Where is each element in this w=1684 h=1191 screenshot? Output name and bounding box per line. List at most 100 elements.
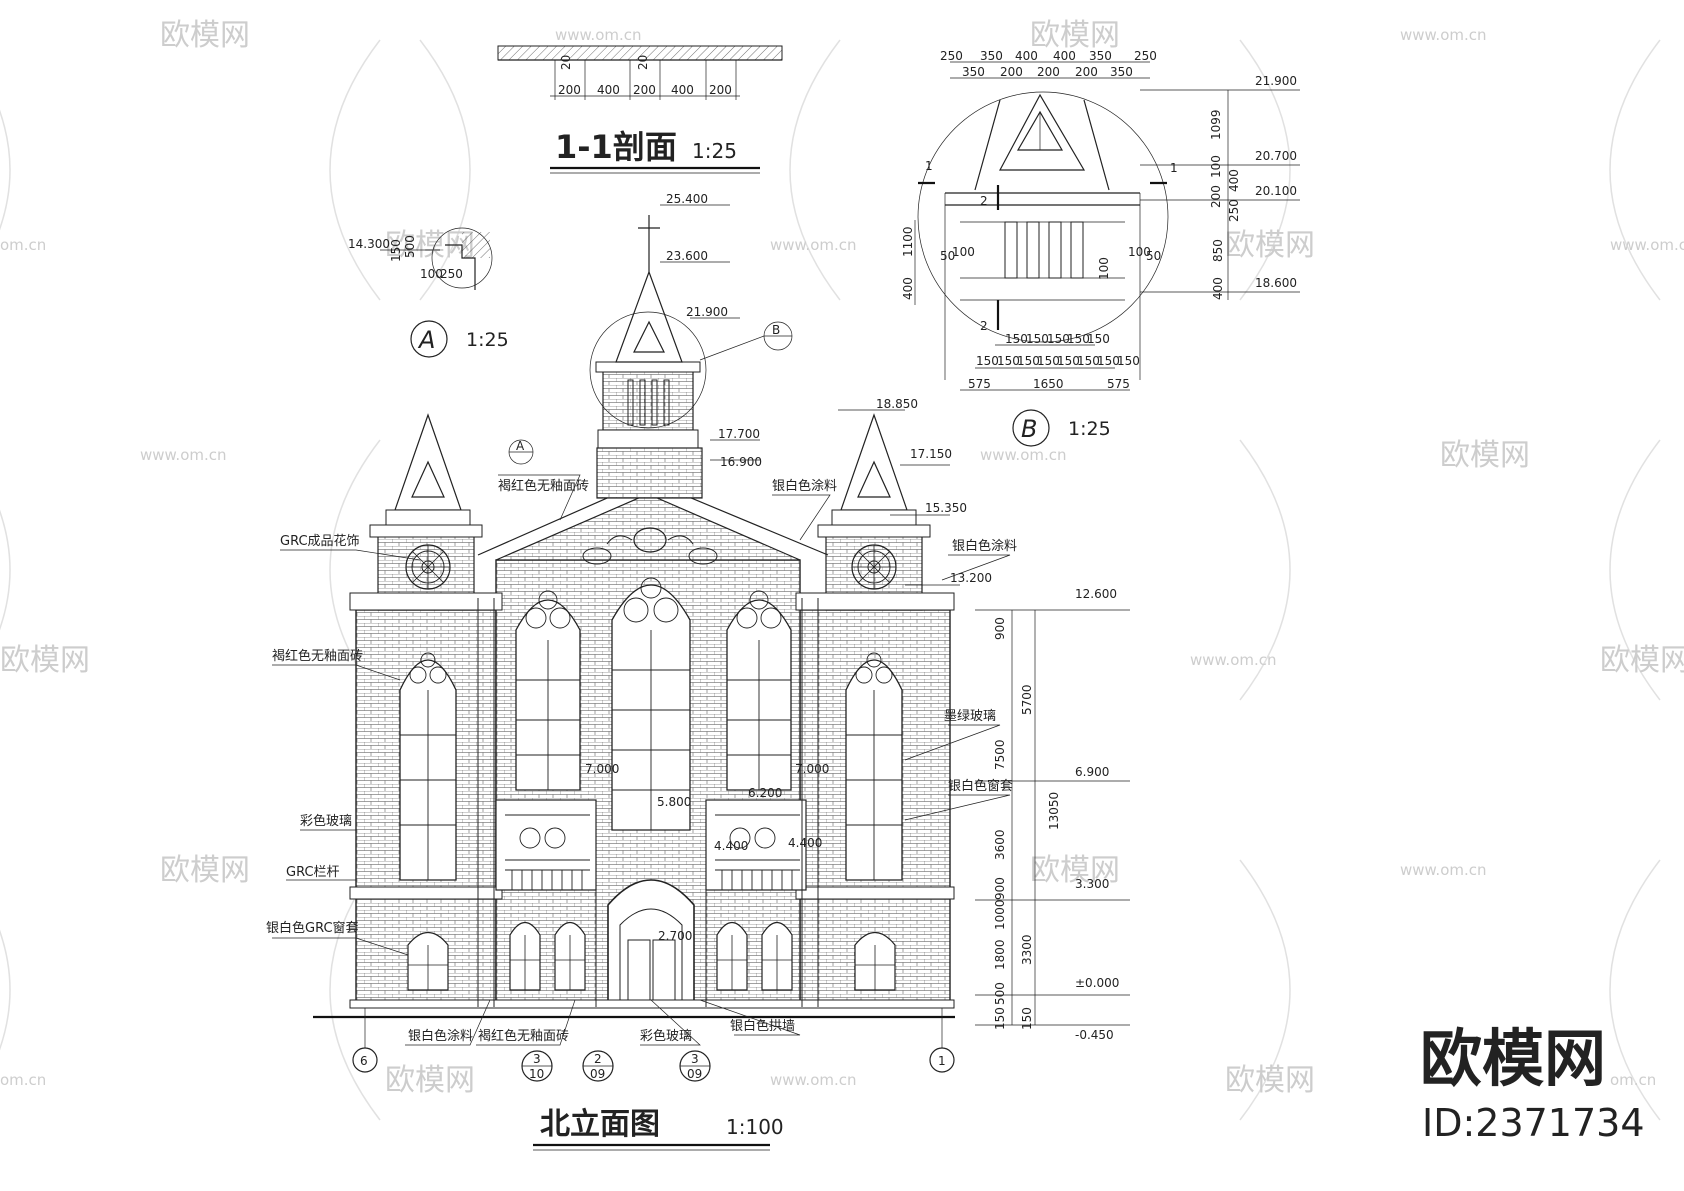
vdim: 150 [1020, 1007, 1034, 1030]
vdim: 3600 [993, 829, 1007, 860]
label-left: GRC成品花饰 [280, 533, 360, 549]
section-1-1: 200 400 200 400 200 20 20 1-1剖面 1:25 [497, 45, 783, 174]
detail-b-bdim: 150 [1087, 332, 1110, 346]
watermark-arcs [0, 39, 1661, 1121]
detail-b-ldim: 50 [940, 249, 955, 263]
level-label: 18.850 [876, 397, 918, 411]
detail-b-ldim: 100 [952, 245, 975, 259]
watermark-site-short: om.cn [0, 236, 46, 254]
vdim: 900 [993, 617, 1007, 640]
section-scale: 1:25 [692, 139, 737, 163]
section-dim: 200 [633, 83, 656, 97]
detail-b-dim: 350 [980, 49, 1003, 63]
ref-b: B [772, 323, 780, 337]
level-label: 12.600 [1075, 587, 1117, 601]
detail-b-rdim: 1099 [1209, 109, 1223, 140]
detail-b-rdim: 200 [1209, 185, 1223, 208]
detail-b-rsmall: 100 [1097, 257, 1111, 280]
label-left: 褐红色无釉面砖 [272, 648, 363, 664]
detail-b-dim: 350 [1089, 49, 1112, 63]
detail-index-2-09: 2 09 [582, 1050, 614, 1082]
inner-level: 7.000 [585, 762, 619, 776]
watermark-brand: 欧模网 [1030, 853, 1120, 888]
detail-b-elev: 20.700 [1255, 149, 1297, 163]
detail-b-bdim: 150 [976, 354, 999, 368]
detail-b-rdim: 250 [1227, 199, 1241, 222]
detail-b-scale: 1:25 [1068, 418, 1111, 440]
level-label: 6.900 [1075, 765, 1109, 779]
level-label: 15.350 [925, 501, 967, 515]
section-dim: 200 [558, 83, 581, 97]
label-bottom: 彩色玻璃 [640, 1028, 692, 1044]
detail-b-dim: 350 [962, 65, 985, 79]
vdim: 1000 [993, 899, 1007, 930]
level-label: 21.900 [686, 305, 728, 319]
vdim: 7500 [993, 739, 1007, 770]
detail-b: 250 350 400 400 350 250 350 200 200 200 … [901, 49, 1300, 447]
level-label: 17.700 [718, 427, 760, 441]
window-mullions [400, 577, 902, 880]
detail-index-3-10: 3 10 [521, 1050, 553, 1082]
inner-level: 6.200 [748, 786, 782, 800]
detail-b-rsmall: 50 [1146, 249, 1161, 263]
watermark-brand: 欧模网 [1225, 228, 1315, 263]
detail-b-dim: 400 [1015, 49, 1038, 63]
label-right: 银白色窗套 [948, 778, 1013, 794]
level-label: 17.150 [910, 447, 952, 461]
label-bottom: 褐红色无釉面砖 [478, 1028, 569, 1044]
label-bottom: 银白色拱墙 [730, 1018, 795, 1034]
index-num: 2 [594, 1052, 602, 1066]
watermark-site-short: om.cn [0, 1071, 46, 1089]
axis-label: 6 [360, 1054, 368, 1068]
detail-b-dim: 400 [1053, 49, 1076, 63]
index-num: 3 [691, 1052, 699, 1066]
inner-level: 5.800 [657, 795, 691, 809]
detail-b-callout-circle [589, 311, 707, 429]
detail-b-dim: 200 [1037, 65, 1060, 79]
brand-big: 欧模网 [1420, 1022, 1606, 1095]
inner-level: 7.000 [795, 762, 829, 776]
detail-a-dim: 150 [389, 239, 403, 262]
section-dim: 200 [709, 83, 732, 97]
detail-b-dim: 350 [1110, 65, 1133, 79]
detail-b-dim: 250 [940, 49, 963, 63]
vdim: 13050 [1047, 792, 1061, 830]
watermark-brand: 欧模网 [0, 643, 90, 678]
watermark-site: www.om.cn [1610, 236, 1684, 254]
gable-ornament [582, 527, 718, 565]
windows-lower [407, 921, 896, 991]
index-sheet: 09 [590, 1067, 605, 1081]
watermark-brand: 欧模网 [1030, 18, 1120, 53]
detail-b-rdim: 850 [1211, 239, 1225, 262]
level-label: -0.450 [1075, 1028, 1114, 1042]
index-sheet: 10 [529, 1067, 544, 1081]
vdim: 150 [993, 1007, 1007, 1030]
watermark-site: www.om.cn [140, 446, 227, 464]
vdim: 3300 [1020, 934, 1034, 965]
detail-a-elev: 14.300 [348, 237, 390, 251]
level-label: 25.400 [666, 192, 708, 206]
brand-id: ID:2371734 [1422, 1101, 1645, 1145]
watermark-site: www.om.cn [980, 446, 1067, 464]
detail-b-marker-circle [1012, 409, 1050, 447]
section-vert-dim: 20 [636, 55, 650, 70]
detail-b-bdim: 150 [1026, 332, 1049, 346]
detail-b-bdim: 150 [997, 354, 1020, 368]
detail-index-3-09: 3 09 [679, 1050, 711, 1082]
detail-b-marker: B [1021, 415, 1037, 443]
vdim: 5700 [1020, 684, 1034, 715]
label-left: GRC栏杆 [286, 865, 340, 880]
index-sheet: 09 [687, 1067, 702, 1081]
elevation-scale: 1:100 [726, 1115, 784, 1139]
watermark-brand: 欧模网 [385, 1063, 475, 1098]
watermark-site: www.om.cn [770, 236, 857, 254]
section-dim: 400 [671, 83, 694, 97]
rose-window-left [405, 544, 451, 590]
watermark-site: www.om.cn [1400, 26, 1487, 44]
label-right: 银白色涂料 [952, 538, 1017, 554]
level-label: 23.600 [666, 249, 708, 263]
index-num: 3 [533, 1052, 541, 1066]
elevation-title: 北立面图 [540, 1107, 660, 1142]
label-left: 银白色GRC窗套 [266, 920, 359, 936]
